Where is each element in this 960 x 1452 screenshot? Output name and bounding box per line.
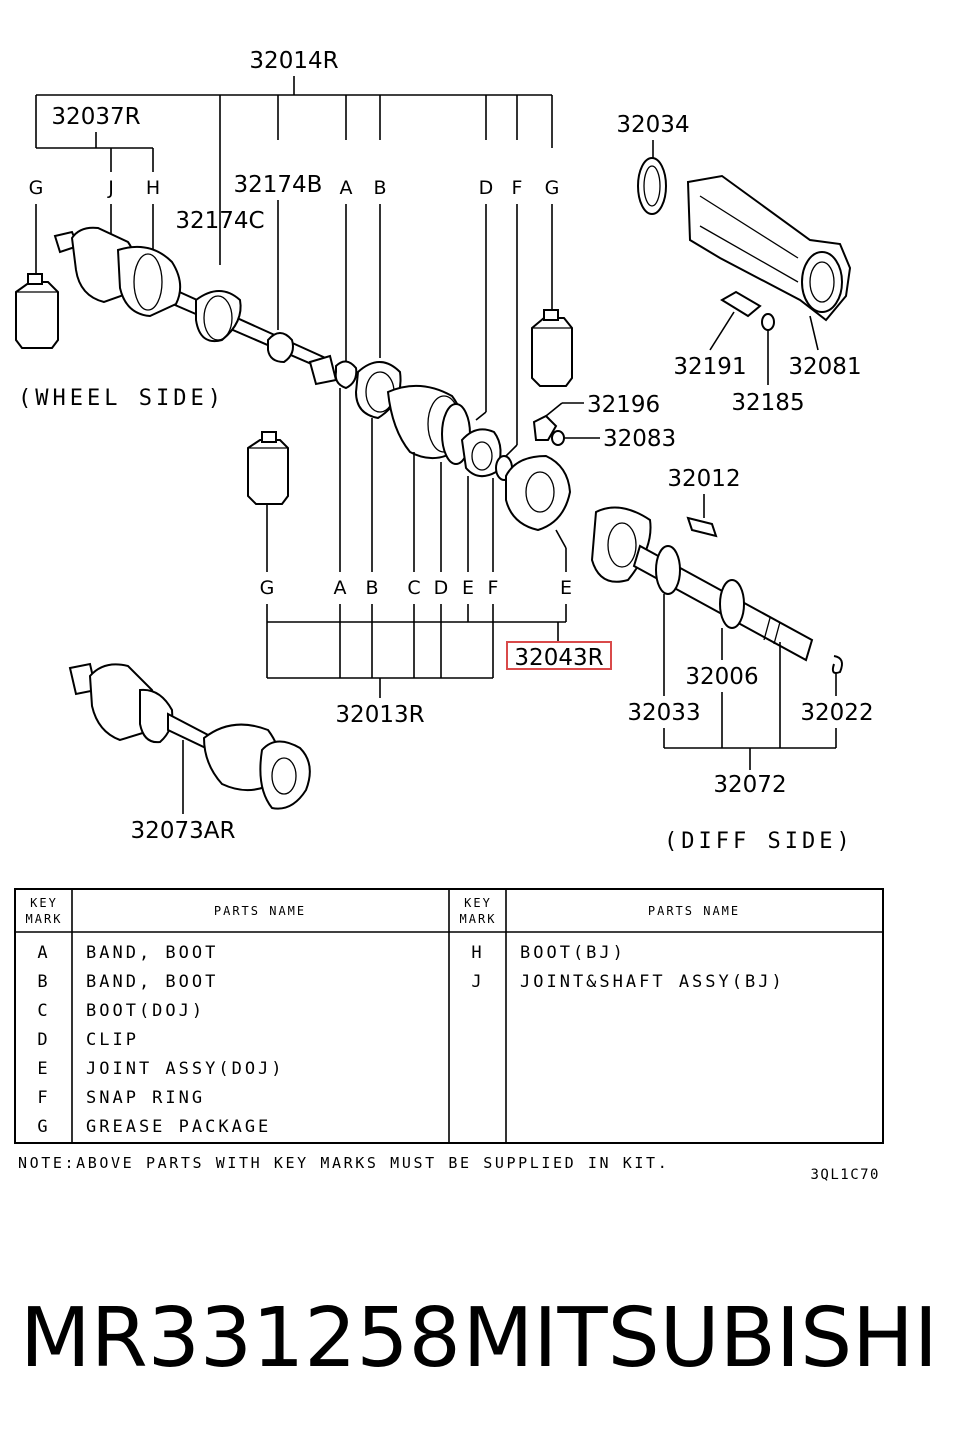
table-header-key: KEY — [464, 896, 492, 910]
key-mark-cell: J — [471, 972, 484, 992]
key-mark-a-bottom: A — [334, 577, 347, 599]
diff-side-shaft-assembly: 32012 32006 32033 32022 32072 (DIFF SIDE… — [590, 466, 874, 854]
key-mark-g-bottom: G — [260, 577, 275, 599]
key-mark-cell: H — [471, 943, 484, 963]
part-label-32006[interactable]: 32006 — [685, 664, 758, 690]
table-header-key: KEY — [30, 896, 58, 910]
key-mark-j-top: J — [107, 177, 114, 199]
key-mark-d-top: D — [479, 177, 494, 199]
part-label-32012[interactable]: 32012 — [667, 466, 740, 492]
key-mark-cell: F — [37, 1088, 50, 1108]
parts-name-cell: GREASE PACKAGE — [86, 1117, 271, 1137]
part-label-32191[interactable]: 32191 — [673, 354, 746, 380]
wheel-side-assembly: (WHEEL SIDE) — [15, 226, 573, 532]
parts-name-cell: JOINT ASSY(DOJ) — [86, 1059, 285, 1079]
part-label-32034[interactable]: 32034 — [616, 112, 689, 138]
table-row: F SNAP RING — [37, 1088, 205, 1108]
parts-name-cell: BOOT(DOJ) — [86, 1001, 205, 1021]
footer-brand: MITSUBISHI — [463, 1291, 938, 1386]
grease-package-icon[interactable] — [531, 309, 573, 387]
part-label-32185[interactable]: 32185 — [731, 390, 804, 416]
table-header-mark: MARK — [460, 912, 497, 926]
key-mark-cell: B — [37, 972, 50, 992]
diff-side-label: (DIFF SIDE) — [664, 829, 854, 854]
bracket-32013r: G A B C D E F E 32043R 32013R — [247, 388, 612, 728]
footer-part-number: MR331258 — [20, 1291, 461, 1386]
parts-name-cell: BAND, BOOT — [86, 943, 218, 963]
part-label-32037r[interactable]: 32037R — [51, 104, 140, 130]
key-mark-d-bottom: D — [434, 577, 449, 599]
bracket-32014r: 32014R 32037R G J H A B D F G 32174B 321… — [29, 48, 560, 457]
part-label-32022[interactable]: 32022 — [800, 700, 873, 726]
table-row: B BAND, BOOT — [37, 972, 218, 992]
part-label-32013r[interactable]: 32013R — [335, 702, 424, 728]
table-row: G GREASE PACKAGE — [37, 1117, 271, 1137]
wheel-side-label: (WHEEL SIDE) — [18, 386, 225, 411]
key-mark-c-bottom: C — [407, 577, 420, 599]
part-label-32033[interactable]: 32033 — [627, 700, 700, 726]
table-header-mark: MARK — [26, 912, 63, 926]
part-label-32081[interactable]: 32081 — [788, 354, 861, 380]
part-label-32014r[interactable]: 32014R — [249, 48, 338, 74]
key-mark-b-top: B — [373, 177, 386, 199]
table-row: E JOINT ASSY(DOJ) — [37, 1059, 285, 1079]
key-mark-f-top: F — [512, 177, 523, 199]
key-mark-cell: E — [37, 1059, 50, 1079]
part-label-32073ar[interactable]: 32073AR — [131, 818, 236, 844]
part-label-32072[interactable]: 32072 — [713, 772, 786, 798]
bearing-housing-assembly: 32034 32191 32081 32185 — [616, 112, 861, 416]
part-label-32196[interactable]: 32196 — [587, 392, 660, 418]
highlight-box-32043r — [506, 641, 612, 670]
table-row: H BOOT(BJ) — [471, 943, 626, 963]
table-header-parts-name: PARTS NAME — [214, 904, 306, 918]
parts-name-cell: CLIP — [86, 1030, 139, 1050]
key-mark-b-bottom: B — [365, 577, 378, 599]
parts-name-cell: BAND, BOOT — [86, 972, 218, 992]
part-label-32174c[interactable]: 32174C — [175, 208, 264, 234]
complete-driveshaft-assembly: 32073AR — [68, 662, 311, 844]
key-mark-a-top: A — [340, 177, 353, 199]
key-mark-cell: D — [37, 1030, 50, 1050]
nut-washer-callouts: 32196 32083 — [532, 392, 676, 452]
drawing-code: 3QL1C70 — [810, 1167, 880, 1183]
table-row: D CLIP — [37, 1030, 139, 1050]
table-row: J JOINT&SHAFT ASSY(BJ) — [471, 972, 785, 992]
grease-package-icon[interactable] — [247, 431, 289, 505]
table-row: C BOOT(DOJ) — [37, 1001, 205, 1021]
key-mark-g-top-left: G — [29, 177, 44, 199]
parts-name-cell: JOINT&SHAFT ASSY(BJ) — [520, 972, 785, 992]
kit-note: NOTE:ABOVE PARTS WITH KEY MARKS MUST BE … — [18, 1154, 669, 1172]
part-label-32083[interactable]: 32083 — [603, 426, 676, 452]
key-mark-e-bottom: E — [462, 577, 474, 599]
part-label-32043r[interactable]: 32043R — [514, 645, 603, 671]
key-mark-f-bottom: F — [488, 577, 499, 599]
parts-name-cell: BOOT(BJ) — [520, 943, 626, 963]
key-mark-cell: G — [37, 1117, 50, 1137]
key-mark-cell: A — [37, 943, 50, 963]
key-mark-g-top-right: G — [545, 177, 560, 199]
table-row: A BAND, BOOT — [37, 943, 218, 963]
key-mark-e-right: E — [560, 577, 572, 599]
key-mark-h-top: H — [146, 177, 160, 199]
grease-package-icon[interactable] — [15, 273, 59, 349]
part-label-32174b[interactable]: 32174B — [234, 172, 323, 198]
parts-table: KEY MARK PARTS NAME KEY MARK PARTS NAME … — [14, 888, 884, 1144]
parts-name-cell: SNAP RING — [86, 1088, 205, 1108]
table-header-parts-name: PARTS NAME — [648, 904, 740, 918]
key-mark-cell: C — [37, 1001, 50, 1021]
